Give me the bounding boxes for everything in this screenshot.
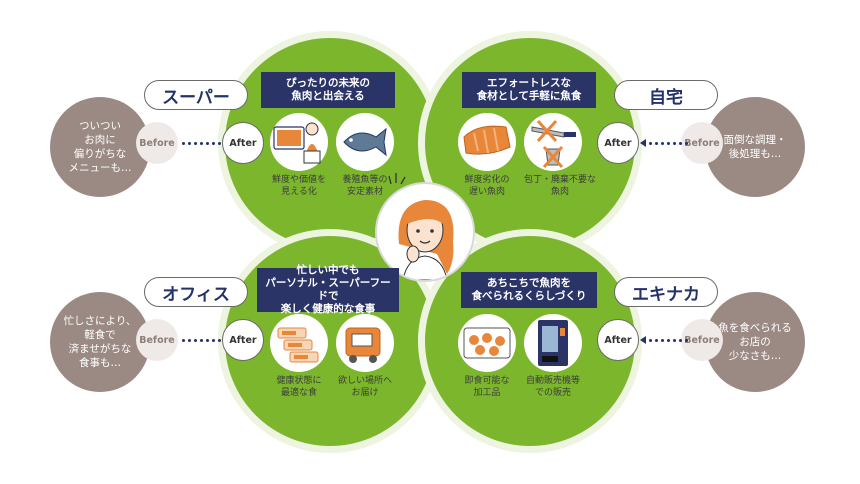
supermarket-item2-caption: 養殖魚等の 安定素材 [342, 175, 388, 197]
station-item2-caption: 自動販売機等 での販売 [525, 376, 580, 398]
supermarket-label: スーパー [144, 80, 248, 110]
home-headline: エフォートレスな 食材として手軽に魚食 [462, 72, 596, 108]
home-item1-icon-bg [458, 113, 516, 171]
center-person-illustration [375, 182, 475, 282]
home-after-badge: After [597, 122, 639, 164]
office-item2-caption: 欲しい場所へ お届け [337, 376, 392, 398]
office-item2-icon-bg [336, 314, 394, 372]
supermarket-headline: ぴったりの未来の 魚肉と出会える [261, 72, 395, 108]
fish-icon [343, 127, 387, 157]
home-before-badge: Before [681, 122, 723, 164]
office-item1-caption: 健康状態に 最適な食 [276, 376, 322, 398]
supermarket-item2-icon-bg [336, 113, 394, 171]
station-arrow [640, 335, 688, 345]
station-headline: あちこちで魚肉を 食べられるくらしづくり [461, 272, 597, 308]
thinking-marks [388, 170, 408, 186]
station-label: エキナカ [614, 277, 718, 307]
supermarket-item1-icon-bg [270, 113, 328, 171]
office-problem-bubble: 忙しさにより、 軽食で 済ませがちな 食事も… [50, 292, 150, 392]
station-before-badge: Before [681, 319, 723, 361]
supermarket-after-badge: After [222, 122, 264, 164]
home-problem-bubble: 面倒な調理・ 後処理も… [705, 97, 805, 197]
meal-packs-icon [277, 327, 319, 363]
home-arrow [640, 138, 688, 148]
vending-machine-icon [538, 320, 568, 366]
freshness-display-icon [273, 122, 321, 164]
supermarket-problem-bubble: ついつい お肉に 偏りがちな メニューも… [50, 97, 150, 197]
station-item2-icon-bg [524, 314, 582, 372]
supermarket-before-badge: Before [136, 122, 178, 164]
knife-crossed-icon [531, 119, 576, 169]
delivery-robot-icon [345, 327, 381, 363]
office-label: オフィス [144, 277, 248, 307]
fish-fillet-icon [463, 125, 511, 155]
home-item2-icon-bg [524, 113, 582, 171]
home-item2-caption: 包丁・廃棄不要な 魚肉 [523, 175, 596, 197]
station-item1-caption: 即食可能な 加工品 [464, 376, 510, 398]
station-after-badge: After [597, 319, 639, 361]
office-item1-icon-bg [270, 314, 328, 372]
office-headline: 忙しい中でも パーソナル・スーパーフードで 楽しく健康的な食事 [257, 264, 399, 315]
station-item1-icon-bg [458, 314, 516, 372]
woman-thinking-icon [398, 200, 454, 280]
processed-food-icon [463, 327, 511, 359]
home-item1-caption: 鮮度劣化の 遅い魚肉 [464, 175, 510, 197]
supermarket-item1-caption: 鮮度や価値を 見える化 [271, 175, 326, 197]
office-before-badge: Before [136, 319, 178, 361]
home-label: 自宅 [614, 80, 718, 110]
office-after-badge: After [222, 319, 264, 361]
